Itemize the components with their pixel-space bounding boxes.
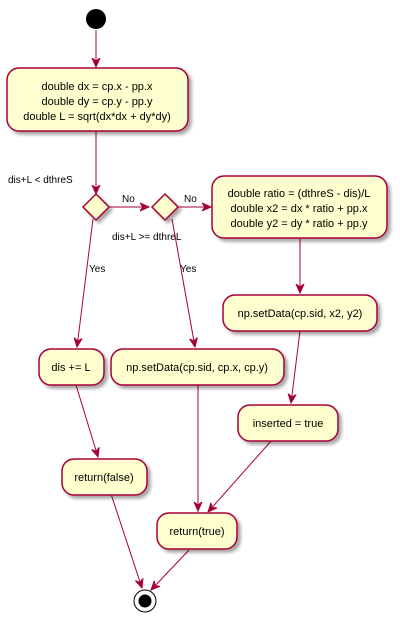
- set-data-cp-text: np.setData(cp.sid, cp.x, cp.y): [126, 362, 268, 374]
- ratio-line-1: double ratio = (dthreS - dis)/L: [228, 188, 371, 200]
- inserted-node: inserted = true: [237, 404, 339, 442]
- set-data-x2-node: np.setData(cp.sid, x2, y2): [222, 294, 378, 332]
- edge-set-data-to-inserted: [291, 330, 301, 403]
- ratio-node: double ratio = (dthreS - dis)/L double x…: [211, 175, 388, 239]
- edges: [76, 30, 300, 590]
- inserted-box: [237, 404, 339, 442]
- start-node: [86, 9, 106, 29]
- first-yes-label: Yes: [89, 264, 105, 275]
- compute-line-2: double dy = cp.y - pp.y: [42, 96, 153, 108]
- return-true-node: return(true): [156, 512, 238, 550]
- edge-return-true-to-end: [151, 549, 190, 590]
- second-no-label: No: [184, 194, 197, 205]
- edge-add-dis-to-return-false: [75, 384, 98, 457]
- set-data-cp-node: np.setData(cp.sid, cp.x, cp.y): [110, 348, 285, 386]
- edge-inserted-to-return-true: [208, 439, 273, 512]
- add-dis-box: [38, 348, 105, 386]
- ratio-box: [211, 175, 388, 239]
- ratio-line-2: double x2 = dx * ratio + pp.x: [231, 203, 368, 215]
- compute-distance-node: double dx = cp.x - pp.x double dy = cp.y…: [6, 67, 189, 132]
- return-true-text: return(true): [169, 526, 224, 538]
- edge-return-false-to-end: [110, 493, 142, 588]
- first-decision: dis+L < dthreS No Yes: [8, 175, 135, 275]
- second-decision: dis+L >= dthreL No Yes: [112, 192, 197, 275]
- end-node-dot: [138, 594, 152, 608]
- compute-distance-box: [6, 67, 189, 132]
- edge-first-decision-yes: [77, 218, 94, 347]
- add-dis-node: dis += L: [38, 348, 105, 386]
- first-decision-diamond: [81, 192, 111, 222]
- second-yes-label: Yes: [180, 264, 196, 275]
- return-true-box: [156, 512, 238, 550]
- set-data-cp-box: [110, 348, 285, 386]
- second-decision-diamond: [150, 192, 180, 222]
- inserted-text: inserted = true: [253, 418, 324, 430]
- edge-second-decision-yes: [171, 218, 195, 347]
- set-data-x2-text: np.setData(cp.sid, x2, y2): [238, 308, 363, 320]
- second-condition-label: dis+L >= dthreL: [112, 232, 182, 243]
- return-false-node: return(false): [61, 458, 148, 496]
- ratio-line-3: double y2 = dy * ratio + pp.y: [231, 218, 368, 230]
- return-false-text: return(false): [74, 472, 133, 484]
- compute-line-1: double dx = cp.x - pp.x: [42, 81, 153, 93]
- end-node: [133, 589, 157, 613]
- add-dis-text: dis += L: [51, 362, 90, 374]
- first-no-label: No: [122, 194, 135, 205]
- return-false-box: [61, 458, 148, 496]
- set-data-x2-box: [222, 294, 378, 332]
- compute-line-3: double L = sqrt(dx*dx + dy*dy): [23, 111, 171, 123]
- first-condition-label: dis+L < dthreS: [8, 175, 73, 186]
